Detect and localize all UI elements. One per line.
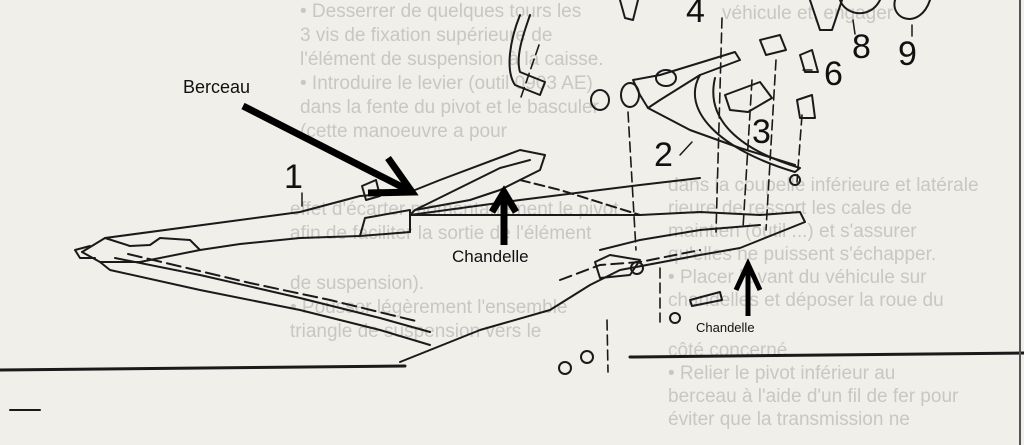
page-rule-left (0, 364, 407, 372)
part-number-6: 6 (824, 55, 843, 93)
bleed-line: afin de faciliter la sortie de l'élément (290, 223, 592, 244)
bleed-line: • Introduire le levier (outil 0903 AE) (300, 73, 593, 94)
part-number-1: 1 (284, 158, 303, 196)
berceau-arrow (241, 102, 410, 194)
part-number-2: 2 (654, 136, 673, 174)
label-chandelle-right: Chandelle (696, 320, 755, 335)
page-rule-right (628, 351, 1024, 359)
label-chandelle-left: Chandelle (452, 247, 529, 266)
part-number-9: 9 (898, 35, 917, 73)
bleed-line: éviter que la transmission ne (668, 409, 910, 430)
part-number-8: 8 (852, 28, 871, 66)
bleed-line: 3 vis de fixation supérieure de (300, 25, 553, 46)
part-number-4: 4 (686, 0, 705, 30)
bleed-line: chandelles et déposer la roue du (668, 290, 944, 311)
bleed-line: triangle de suspension vers le (290, 321, 542, 342)
bleed-line: l'élément de suspension à la caisse. (300, 49, 604, 70)
chandelle-right-arrowhead (733, 258, 763, 292)
label-berceau: Berceau (183, 77, 251, 97)
part-number-3: 3 (752, 113, 771, 151)
bleed-line: véhicule et, engager (722, 3, 894, 24)
bleed-line: de suspension). (290, 273, 425, 294)
annotation-arrows (241, 102, 763, 316)
bleed-line: • Relier le pivot inférieur au (668, 363, 896, 384)
bleed-line: • Desserrer de quelques tours les (300, 1, 582, 22)
chandelle-left-arrowhead (488, 185, 520, 214)
bleed-line: berceau à l'aide d'un fil de fer pour (668, 386, 959, 407)
subframe-outline (74, 149, 806, 363)
bleed-line: (cette manoeuvre a pour (300, 121, 508, 142)
bleed-line: dans la fente du pivot et le basculer (300, 97, 599, 118)
assembly-lines (519, 17, 803, 373)
leader-lines (301, 19, 913, 207)
bleed-line: maintien (outil ...) et s'assurer (668, 221, 917, 242)
berceau-arrowhead (367, 155, 419, 197)
suspension-parts (508, 0, 931, 375)
bleed-line: • Placer l'avant du véhicule sur (668, 267, 927, 288)
